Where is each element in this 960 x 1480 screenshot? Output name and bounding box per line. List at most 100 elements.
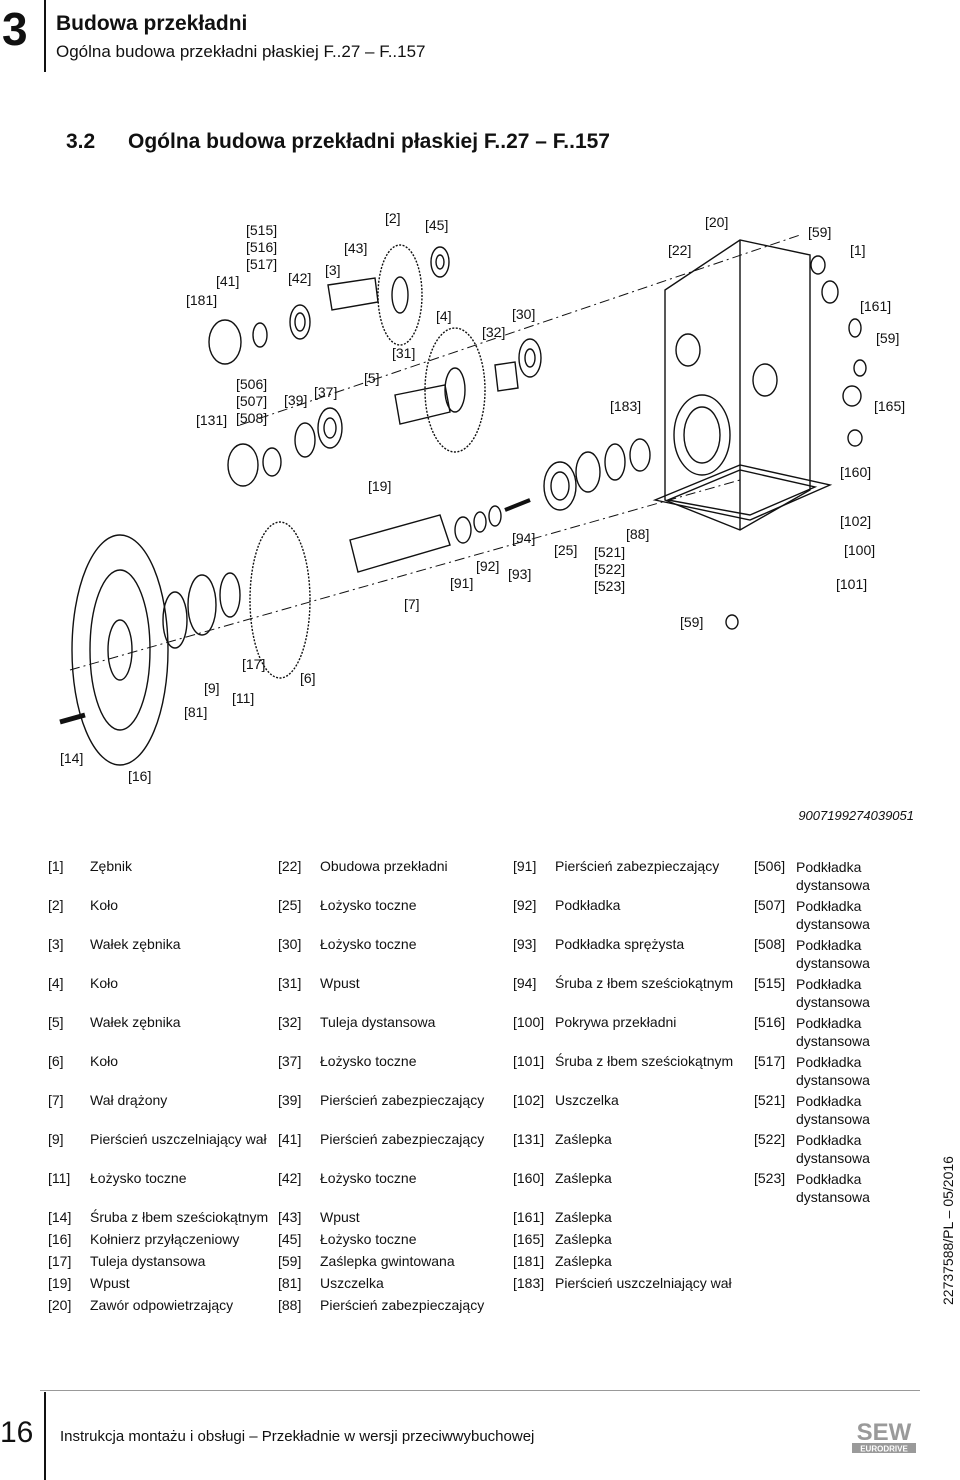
callout-20: [20] — [705, 214, 729, 230]
legend-key: [88] — [278, 1297, 302, 1313]
footer-divider — [44, 1392, 46, 1480]
chapter-number: 3 — [2, 3, 28, 55]
callout-521: [521] — [594, 544, 626, 560]
legend-value: Podkładka dystansowa — [796, 1093, 870, 1127]
legend-row: [45]Łożysko toczne — [278, 1231, 417, 1247]
legend-value: Wał drążony — [90, 1092, 168, 1108]
legend-key: [160] — [513, 1170, 545, 1186]
legend-value: Pierścień zabezpieczający — [320, 1131, 485, 1147]
callout-93: [93] — [508, 566, 532, 582]
legend-key: [508] — [754, 936, 786, 952]
legend-key: [516] — [754, 1014, 786, 1030]
legend-value: Podkładka sprężysta — [555, 936, 685, 952]
legend-value: Pierścień zabezpieczający — [320, 1297, 485, 1313]
legend-key: [91] — [513, 858, 537, 874]
legend-row: [2]Koło — [48, 897, 118, 913]
legend-value: Łożysko toczne — [320, 936, 417, 952]
legend-key: [92] — [513, 897, 537, 913]
header-subtitle: Ogólna budowa przekładni płaskiej F..27 … — [56, 42, 426, 61]
callout-31: [31] — [392, 345, 416, 361]
legend-row: [9]Pierścień uszczelniający wał — [48, 1131, 267, 1147]
legend-row: [4]Koło — [48, 975, 118, 991]
legend-key: [183] — [513, 1275, 545, 1291]
legend-row: [508] Podkładka dystansowa — [754, 936, 876, 972]
callout-42: [42] — [288, 270, 312, 286]
legend-key: [39] — [278, 1092, 302, 1108]
legend-value: Tuleja dystansowa — [90, 1253, 206, 1269]
callout-39: [39] — [284, 392, 308, 408]
legend-value: Podkładka dystansowa — [796, 1132, 870, 1166]
legend-row: [19]Wpust — [48, 1275, 130, 1291]
legend-value: Śruba z łbem sześciokątnym — [90, 1209, 269, 1225]
exploded-view-figure: [515] [516] [517] [41] [181] [42] [3] [4… — [40, 200, 920, 810]
callout-30: [30] — [512, 306, 536, 322]
legend-row: [507] Podkładka dystansowa — [754, 897, 876, 933]
callout-59-bottom: [59] — [680, 614, 704, 630]
legend-value: Koło — [90, 1053, 119, 1069]
legend-key: [1] — [48, 858, 64, 874]
legend-value: Podkładka — [555, 897, 621, 913]
logo-bottom-text: EURODRIVE — [860, 1445, 908, 1454]
legend-value: Uszczelka — [555, 1092, 619, 1108]
legend-value: Pierścień uszczelniający wał — [555, 1275, 732, 1291]
callout-17: [17] — [242, 656, 266, 672]
legend-row: [25]Łożysko toczne — [278, 897, 417, 913]
legend-value: Kołnierz przyłączeniowy — [90, 1231, 240, 1247]
legend-key: [507] — [754, 897, 786, 913]
legend-row: [32]Tuleja dystansowa — [278, 1014, 435, 1030]
legend-value: Podkładka dystansowa — [796, 937, 870, 971]
legend-key: [102] — [513, 1092, 545, 1108]
callout-25: [25] — [554, 542, 578, 558]
legend-row: [94]Śruba z łbem sześciokątnym — [513, 975, 733, 991]
footer-rule — [40, 1390, 920, 1391]
callout-183: [183] — [610, 398, 642, 414]
legend-row: [161]Zaślepka — [513, 1209, 612, 1225]
legend-row: [517]Podkładka dystansowa — [754, 1053, 876, 1089]
legend-row: [81] Uszczelka — [278, 1275, 384, 1291]
legend-key: [42] — [278, 1170, 302, 1186]
legend-value: Pierścień zabezpieczający — [555, 858, 720, 874]
legend-key: [101] — [513, 1053, 545, 1069]
callout-523: [523] — [594, 578, 626, 594]
legend-row: [16]Kołnierz przyłączeniowy — [48, 1231, 239, 1247]
legend-key: [100] — [513, 1014, 545, 1030]
callout-94: [94] — [512, 530, 536, 546]
legend-key: [17] — [48, 1253, 72, 1269]
footer-text: Instrukcja montażu i obsługi – Przekładn… — [60, 1428, 535, 1445]
legend-row: [523]Podkładka dystansowa — [754, 1170, 876, 1206]
legend-row: [102] Uszczelka — [513, 1092, 619, 1108]
legend-value: Śruba z łbem sześciokątnym — [555, 1053, 734, 1069]
legend-value: Łożysko toczne — [320, 1053, 417, 1069]
legend-row: [165]Zaślepka — [513, 1231, 612, 1247]
legend-key: [30] — [278, 936, 302, 952]
header-title: Budowa przekładni — [56, 12, 248, 35]
legend-key: [31] — [278, 975, 302, 991]
legend-value: Pierścień zabezpieczający — [320, 1092, 485, 1108]
legend-row: [93]Podkładka sprężysta — [513, 936, 684, 952]
callout-43: [43] — [344, 240, 368, 256]
callout-91: [91] — [450, 575, 474, 591]
callout-45: [45] — [425, 217, 449, 233]
legend-row: [91] Pierścień zabezpieczający — [513, 858, 719, 874]
legend-row: [22]Obudowa przekładni — [278, 858, 448, 874]
callout-11: [11] — [232, 690, 255, 706]
legend-key: [522] — [754, 1131, 786, 1147]
legend-value: Uszczelka — [320, 1275, 384, 1291]
legend-row: [14]Śruba z łbem sześciokątnym — [48, 1209, 268, 1225]
legend-row: [183] Pierścień uszczelniający wał — [513, 1275, 732, 1291]
legend-value: Podkładka dystansowa — [796, 898, 870, 932]
section-title: Ogólna budowa przekładni płaskiej F..27 … — [128, 130, 610, 153]
callout-59-top: [59] — [808, 224, 832, 240]
callout-4: [4] — [436, 308, 452, 324]
callout-41: [41] — [216, 273, 240, 289]
legend-key: [161] — [513, 1209, 545, 1225]
legend-key: [45] — [278, 1231, 302, 1247]
callout-516: [516] — [246, 239, 278, 255]
callout-165: [165] — [874, 398, 906, 414]
legend-key: [131] — [513, 1131, 545, 1147]
legend-key: [81] — [278, 1275, 302, 1291]
legend-key: [7] — [48, 1092, 64, 1108]
legend-key: [19] — [48, 1275, 72, 1291]
legend-row: [3]Wałek zębnika — [48, 936, 181, 952]
legend-value: Wpust — [320, 1209, 360, 1225]
